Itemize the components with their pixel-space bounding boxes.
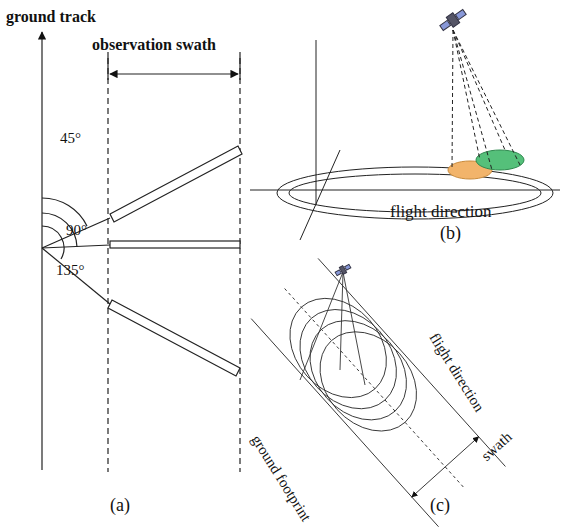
dimension-label: observation swath [92,36,216,54]
panel-label: (a) [110,496,130,516]
part-label: ground footprint [248,432,314,524]
direction-label: flight direction [426,330,487,415]
direction-label: flight direction [390,203,492,222]
angle-label: 90° [66,222,87,239]
dimension-label: swath [478,429,515,465]
angle-label: 45° [60,130,81,147]
panel-a [42,32,242,472]
panel-label: (c) [430,496,450,516]
angle-label: 135° [56,262,85,279]
panel-label: (b) [440,224,461,244]
panel-b [250,7,560,240]
axis-label: ground track [6,8,96,26]
